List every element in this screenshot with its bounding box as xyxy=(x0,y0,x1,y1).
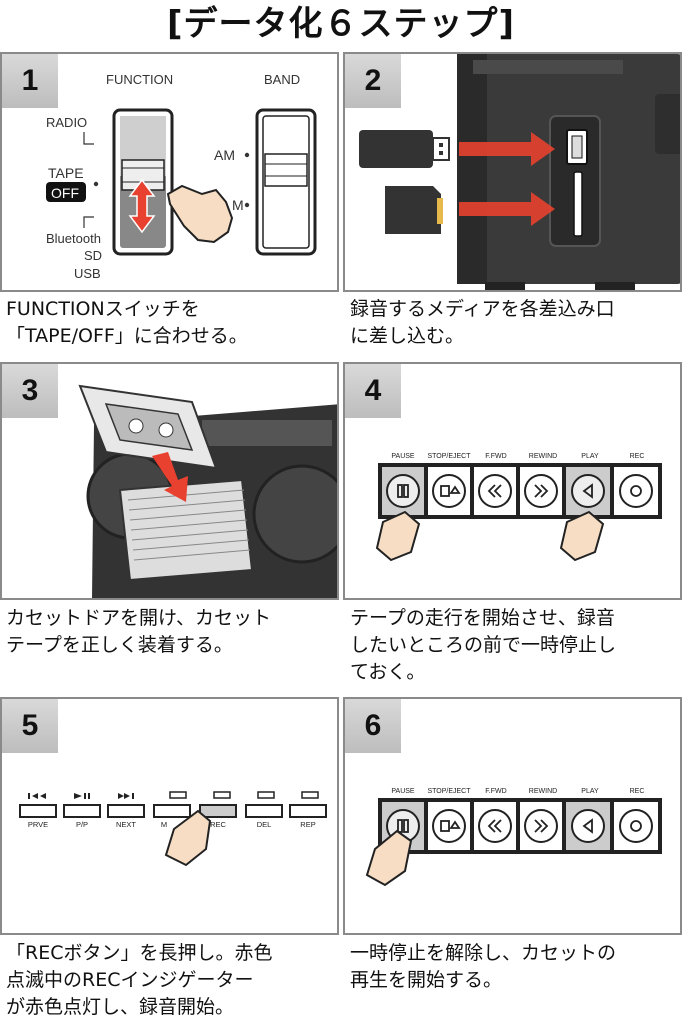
label-rec: REC xyxy=(630,453,645,460)
label-stop-eject: STOP/EJECT xyxy=(427,453,471,460)
hand-icon xyxy=(166,184,234,244)
function-switch-diagram: FUNCTION BAND RADIO TAPE OFF Bluetooth S… xyxy=(46,72,317,281)
usb-label: USB xyxy=(74,266,101,281)
hand-icon-rec xyxy=(164,809,212,867)
label-ffwd: F.FWD xyxy=(485,453,506,460)
label-rewind-6: REWIND xyxy=(529,788,557,795)
usb-arrow-icon xyxy=(459,132,555,166)
label-rewind: REWIND xyxy=(529,453,557,460)
step-1-number: 1 xyxy=(2,54,58,108)
step-3-caption: カセットドアを開け、カセット テープを正しく装着する。 xyxy=(6,607,272,656)
tape-controls-step6: PAUSE STOP/EJECT F.FWD REWIND PLAY REC xyxy=(365,788,662,887)
band-label: BAND xyxy=(264,72,300,87)
step-4-caption: テープの走行を開始させ、録音 したいところの前で一時停止し ておく。 xyxy=(350,607,617,683)
sd-arrow-icon xyxy=(459,192,555,226)
hand-icon-pause-6 xyxy=(365,829,413,887)
hand-icon-pause xyxy=(375,510,421,562)
label-rec-6: REC xyxy=(630,788,645,795)
label-play: PLAY xyxy=(581,453,599,460)
step-6-panel: 6 PAUSE STOP/EJECT F.FWD REWIND PLAY REC xyxy=(343,697,682,935)
function-label: FUNCTION xyxy=(106,72,173,87)
step-3-number: 3 xyxy=(2,364,58,418)
cassette-insert-diagram xyxy=(78,384,337,598)
step-6-caption: 一時停止を解除し、カセットの 再生を開始する。 xyxy=(350,942,617,991)
step-2-number: 2 xyxy=(345,54,401,108)
sd-card-icon xyxy=(385,186,441,234)
label-pause-6: PAUSE xyxy=(391,788,415,795)
label-play-6: PLAY xyxy=(581,788,599,795)
hand-icon-play xyxy=(559,510,605,562)
cassette-icon xyxy=(78,384,218,470)
step-4-number: 4 xyxy=(345,364,401,418)
step-2-caption: 録音するメディアを各差込み口 に差し込む。 xyxy=(350,298,615,347)
media-insert-diagram xyxy=(359,54,680,290)
step-4-panel: 4 PAUSE STOP/EJECT F.FWD REWIND PLAY REC xyxy=(343,362,682,600)
red-double-arrow-icon xyxy=(128,178,156,234)
label-prve: PRVE xyxy=(28,820,48,829)
label-ffwd-6: F.FWD xyxy=(485,788,506,795)
tape-label: TAPE xyxy=(48,165,84,181)
step-3-panel: 3 xyxy=(0,362,339,600)
digital-controls-step5: PRVE P/P NEXT M REC DEL REP xyxy=(19,791,327,867)
step-5-number: 5 xyxy=(2,699,58,753)
step-5-caption: 「RECボタン」を長押し。赤色 点滅中のRECインジゲーター が赤色点灯し、録音… xyxy=(6,942,273,1018)
am-label: AM xyxy=(214,147,235,163)
label-pause: PAUSE xyxy=(391,453,415,460)
label-stop-eject-6: STOP/EJECT xyxy=(427,788,471,795)
step-5-panel: 5 PRVE P/P NEXT M REC DEL xyxy=(0,697,339,935)
label-m: M xyxy=(161,820,167,829)
label-del: DEL xyxy=(257,820,272,829)
bluetooth-label: Bluetooth xyxy=(46,231,101,246)
step-2-panel: 2 xyxy=(343,52,682,292)
label-rec-digital: REC xyxy=(210,820,226,829)
step-1-caption: FUNCTIONスイッチを 「TAPE/OFF」に合わせる。 xyxy=(6,298,248,347)
label-pp: P/P xyxy=(76,820,88,829)
insert-arrow-icon xyxy=(152,452,188,502)
usb-stick-icon xyxy=(359,130,433,168)
label-rep: REP xyxy=(300,820,315,829)
radio-label: RADIO xyxy=(46,115,87,130)
tape-controls-step4: PAUSE STOP/EJECT F.FWD REWIND PLAY REC xyxy=(375,453,662,562)
off-label: OFF xyxy=(51,185,79,201)
page-title: [データ化６ステップ] xyxy=(166,4,516,44)
step-1-panel: 1 FUNCTION BAND RADIO TAPE OFF Bluetooth… xyxy=(0,52,339,292)
step-6-number: 6 xyxy=(345,699,401,753)
sd-label: SD xyxy=(84,248,102,263)
label-next: NEXT xyxy=(116,820,136,829)
fm-label: M xyxy=(232,197,244,213)
